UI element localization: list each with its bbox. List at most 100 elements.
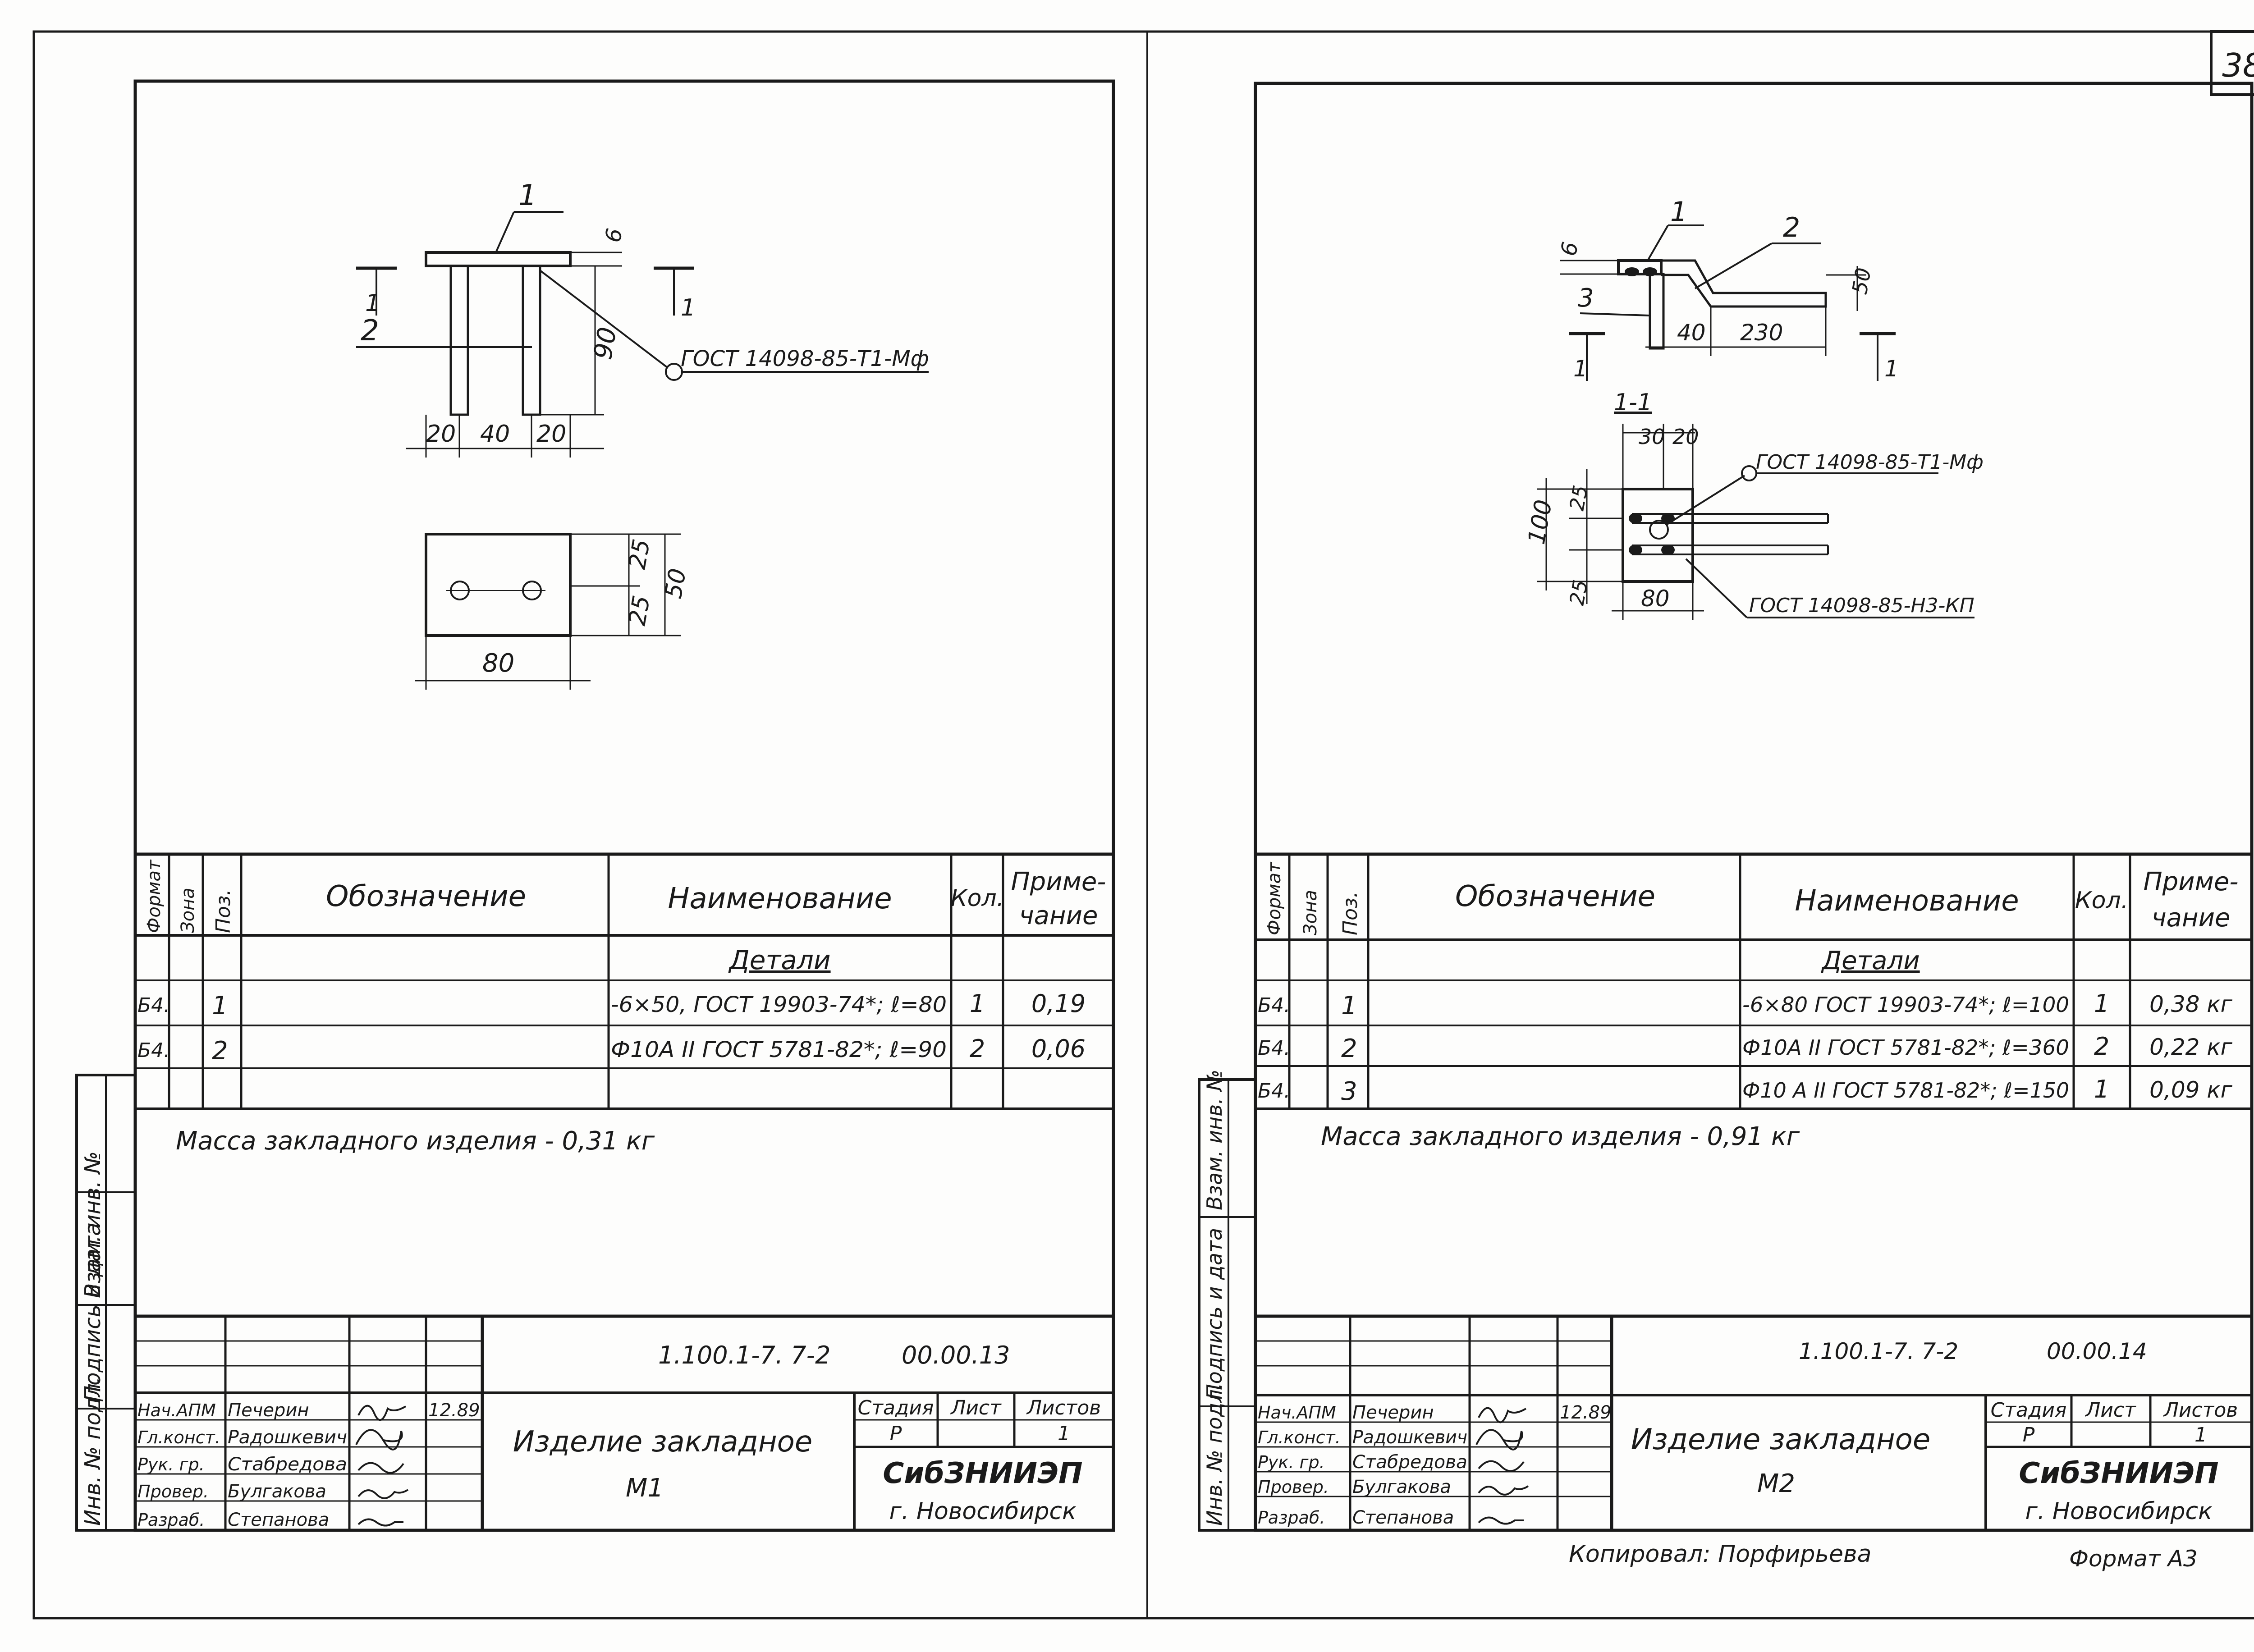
row2-pos: 2	[212, 1036, 228, 1066]
sec-100: 100	[1523, 498, 1558, 546]
dim-t: 6	[1556, 240, 1583, 258]
stage: Р	[890, 1422, 902, 1445]
dim-thickness: 6	[600, 226, 628, 244]
role-1: Нач.АПМ	[137, 1400, 216, 1420]
hdr-pos: Поз.	[1339, 892, 1362, 935]
row1-qty: 1	[970, 989, 985, 1018]
dim-a: 20	[426, 421, 456, 448]
row1-name: -6×50, ГОСТ 19903-74*; ℓ=80	[611, 992, 947, 1017]
side-label-replace-inv: Взам. инв. №	[80, 1151, 105, 1298]
page-number: 38	[2222, 46, 2254, 84]
role-4: Провер.	[137, 1482, 209, 1501]
row2-name: Ф10А II ГОСТ 5781-82*; ℓ=90	[611, 1037, 947, 1062]
dim-b: 40	[480, 421, 510, 448]
side-label-replace-inv: Взам. инв. №	[1202, 1070, 1227, 1210]
role-4: Провер.	[1258, 1477, 1329, 1497]
spec-table: Формат Зона Поз. Обозначение Наименовани…	[135, 852, 1113, 1110]
city: г. Новосибирск	[2025, 1498, 2213, 1525]
date: 12.89	[428, 1400, 480, 1421]
hdr-note-2: чание	[2152, 903, 2231, 933]
row2-note: 0,22 кг	[2149, 1034, 2232, 1060]
role-5: Разраб.	[137, 1510, 205, 1530]
pos1-label: 1	[1670, 196, 1687, 228]
hdr-qty: Кол.	[2075, 887, 2129, 914]
sheet-frame	[133, 79, 1115, 1532]
mass-note: Масса закладного изделия - 0,31 кг	[176, 1126, 655, 1156]
doc-num: 00.00.13	[902, 1341, 1010, 1369]
pos3-label: 3	[1578, 284, 1594, 313]
title-block: 1.100.1-7. 7-2 00.00.14 Нач.АПМ Гл.конст…	[1255, 1314, 2252, 1530]
elevation-view: 1 2 1 1 6 90 ГОСТ 14098-85-Т1-Мф 20	[356, 179, 929, 458]
row2-format: Б4.	[1258, 1037, 1290, 1060]
dim-50: 50	[1847, 266, 1876, 296]
weld1-note: ГОСТ 14098-85-Т1-Мф	[1756, 451, 1984, 474]
product-title: Изделие закладное	[513, 1425, 812, 1459]
org: СибЗНИИЭП	[883, 1457, 1082, 1490]
row1-pos: 1	[212, 991, 228, 1020]
hdr-sheets: Листов	[1026, 1396, 1101, 1419]
section-mark-right: 1	[1884, 356, 1899, 382]
role-3: Рук. гр.	[137, 1455, 205, 1474]
row1-name: -6×80 ГОСТ 19903-74*; ℓ=100	[1742, 993, 2069, 1017]
hdr-format: Формат	[144, 859, 165, 933]
product-title: Изделие закладное	[1631, 1423, 1930, 1456]
row3-qty: 1	[2094, 1075, 2109, 1103]
hdr-stage: Стадия	[858, 1396, 934, 1419]
row3-format: Б4.	[1258, 1080, 1290, 1103]
row1-format: Б4.	[1258, 994, 1290, 1017]
row1-pos: 1	[1341, 991, 1357, 1020]
side-label-sign-date: Подпись и дата	[1202, 1228, 1227, 1400]
section-mark-right: 1	[681, 294, 696, 321]
plan-h: 50	[660, 567, 692, 601]
plan-h1: 25	[624, 537, 656, 572]
person-3: Стабредова	[228, 1454, 347, 1475]
role-1: Нач.АПМ	[1258, 1403, 1336, 1423]
row2-format: Б4.	[137, 1039, 170, 1062]
sheet-right: Инв. № подл. Подпись и дата Взам. инв. №…	[1198, 82, 2254, 1572]
dim-40: 40	[1677, 320, 1706, 346]
page-number-box	[2210, 30, 2254, 96]
outer-border	[32, 30, 2254, 1620]
role-3: Рук. гр.	[1258, 1452, 1325, 1472]
row2-name: Ф10А II ГОСТ 5781-82*; ℓ=360	[1742, 1035, 2069, 1060]
plan-view: 25 25 50 80	[415, 533, 692, 690]
dim-c: 20	[536, 421, 566, 448]
stage: Р	[2023, 1423, 2035, 1446]
person-2: Радошкевич	[1352, 1427, 1467, 1448]
hdr-zone: Зона	[178, 888, 198, 933]
row1-note: 0,38 кг	[2149, 991, 2232, 1017]
role-2: Гл.конст.	[137, 1428, 220, 1447]
hdr-name: Наименование	[1795, 884, 2019, 918]
role-5: Разраб.	[1258, 1508, 1325, 1528]
row3-note: 0,09 кг	[2149, 1077, 2232, 1103]
pos2-label: 2	[361, 314, 379, 348]
person-5: Степанова	[228, 1510, 329, 1530]
product-mark: М2	[1757, 1469, 1795, 1498]
row3-pos: 3	[1341, 1077, 1357, 1106]
hdr-qty: Кол.	[951, 885, 1004, 912]
person-1: Печерин	[228, 1400, 309, 1421]
side-strip: Инв. № подл. Подпись и дата Взам. инв. №	[1198, 1070, 1257, 1532]
person-4: Булгакова	[1352, 1477, 1451, 1497]
row2-note: 0,06	[1031, 1034, 1086, 1063]
section-view: 1-1 30 20 25 100	[1523, 389, 1984, 620]
side-label-sign-date: Подпись и дата	[80, 1222, 105, 1402]
elevation-view: 1 2 3 6 50 40 230 1 1	[1556, 196, 1899, 382]
hdr-zone: Зона	[1300, 890, 1321, 935]
doc-code: 1.100.1-7. 7-2	[658, 1341, 830, 1369]
hdr-stage: Стадия	[1991, 1399, 2067, 1422]
city: г. Новосибирск	[889, 1498, 1077, 1525]
mass-note: Масса закладного изделия - 0,91 кг	[1321, 1122, 1800, 1151]
row1-note: 0,19	[1031, 989, 1086, 1018]
row2-qty: 2	[2094, 1032, 2109, 1061]
person-4: Булгакова	[228, 1481, 326, 1502]
hdr-format: Формат	[1264, 861, 1285, 935]
plan-h2: 25	[624, 594, 656, 628]
row3-name: Ф10 А II ГОСТ 5781-82*; ℓ=150	[1742, 1078, 2069, 1103]
hdr-note-1: Приме-	[1011, 867, 1106, 897]
date: 12.89	[1560, 1402, 1612, 1423]
format-label: Формат А3	[2069, 1546, 2198, 1572]
sheets-count: 1	[2194, 1423, 2207, 1446]
copied-by: Копировал: Порфирьева	[1569, 1541, 1871, 1568]
